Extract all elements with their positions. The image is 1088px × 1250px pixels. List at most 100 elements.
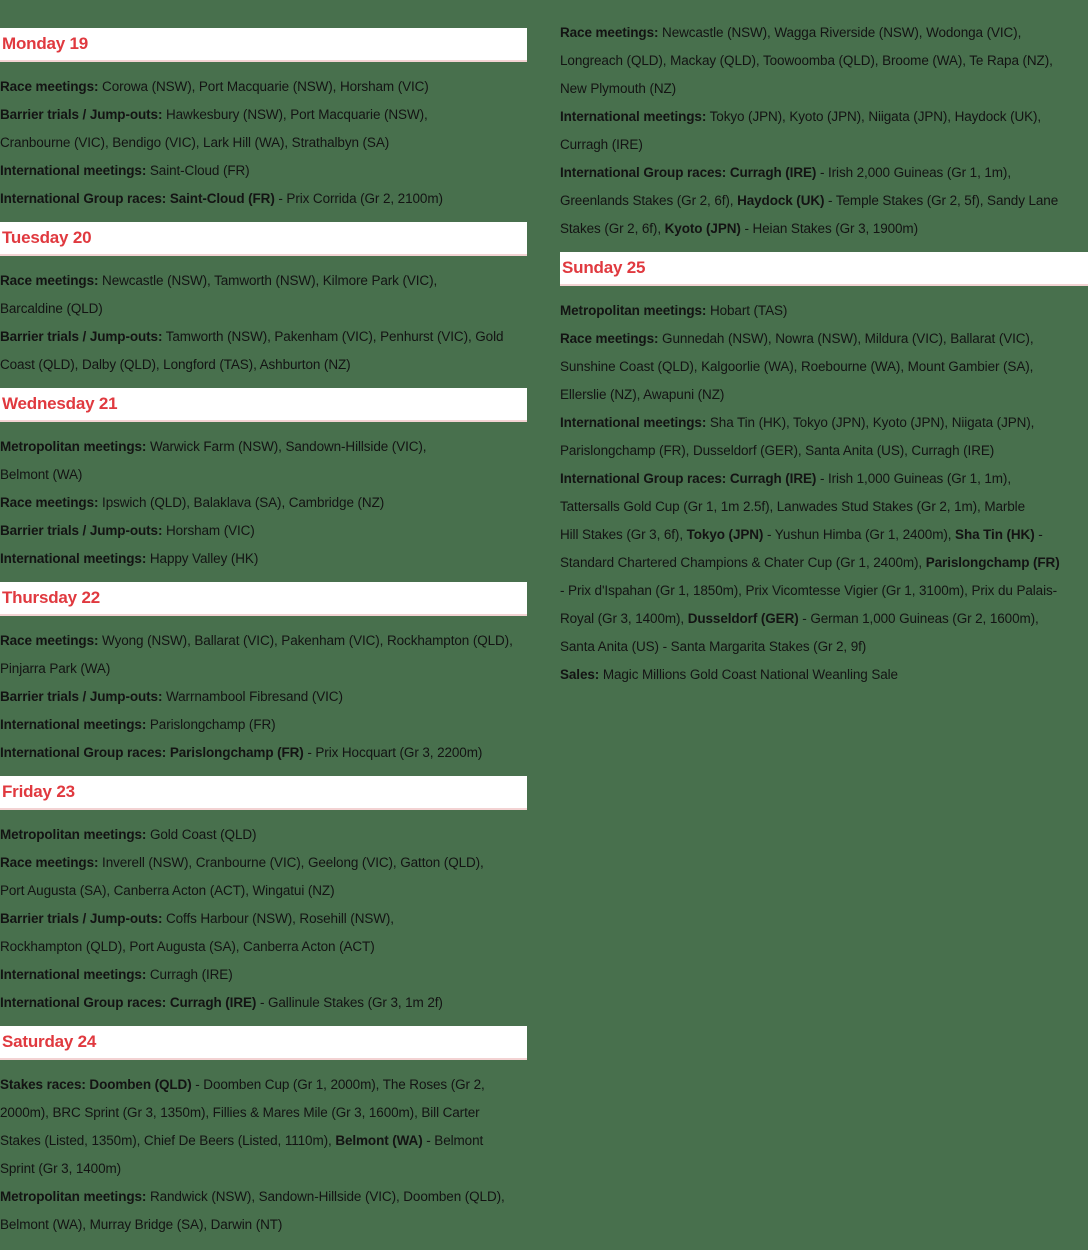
entry-label: Stakes races: Doomben (QLD)	[0, 1077, 192, 1092]
entry-label: Metropolitan meetings:	[0, 1189, 147, 1204]
day-header-label: Tuesday 20	[2, 228, 92, 247]
entry-label: Barrier trials / Jump-outs:	[0, 107, 163, 122]
schedule-entry: Metropolitan meetings: Randwick (NSW), S…	[0, 1183, 527, 1239]
entry-label: Metropolitan meetings:	[0, 439, 147, 454]
entry-text: - Heian Stakes (Gr 3, 1900m)	[740, 221, 918, 236]
entry-label: Race meetings:	[560, 25, 659, 40]
schedule-entry: Barrier trials / Jump-outs: Coffs Harbou…	[0, 905, 527, 961]
entry-label: Race meetings:	[0, 495, 99, 510]
schedule-entry: Barrier trials / Jump-outs: Hawkesbury (…	[0, 101, 527, 157]
schedule-entry: Metropolitan meetings: Hobart (TAS)	[560, 297, 1088, 325]
schedule-entry: Barrier trials / Jump-outs: Warrnambool …	[0, 683, 527, 711]
day-header: Sunday 25	[560, 252, 1088, 286]
schedule-entry: International meetings: Saint-Cloud (FR)	[0, 157, 527, 185]
schedule-entry: International meetings: Tokyo (JPN), Kyo…	[560, 103, 1088, 159]
day-header-label: Friday 23	[2, 782, 75, 801]
schedule-entry: Sales: Magic Millions Gold Coast Nationa…	[560, 661, 1088, 689]
schedule-entry: Race meetings: Corowa (NSW), Port Macqua…	[0, 73, 527, 101]
entry-label: Metropolitan meetings:	[0, 827, 147, 842]
day-header-label: Wednesday 21	[2, 394, 118, 413]
entry-text: Hobart (TAS)	[706, 303, 788, 318]
schedule-entry: International meetings: Sha Tin (HK), To…	[560, 409, 1088, 465]
entry-text: Saint-Cloud (FR)	[146, 163, 250, 178]
entry-label: Haydock (UK)	[737, 193, 825, 208]
day-header: Thursday 22	[0, 582, 527, 616]
schedule-entry: Metropolitan meetings: Warwick Farm (NSW…	[0, 433, 527, 489]
day-header-label: Sunday 25	[562, 258, 646, 277]
entry-label: Sha Tin (HK)	[955, 527, 1035, 542]
entry-label: Tokyo (JPN)	[686, 527, 764, 542]
day-header: Monday 19	[0, 28, 527, 62]
entry-label: Race meetings:	[560, 331, 659, 346]
day-header: Saturday 24	[0, 1026, 527, 1060]
entry-text: Magic Millions Gold Coast National Weanl…	[599, 667, 898, 682]
entry-text: Gunnedah (NSW), Nowra (NSW), Mildura (VI…	[560, 331, 1034, 402]
entry-label: International Group races: Saint-Cloud (…	[0, 191, 275, 206]
entry-text: Corowa (NSW), Port Macquarie (NSW), Hors…	[98, 79, 429, 94]
day-header-label: Monday 19	[2, 34, 89, 53]
entry-text: - Yushun Himba (Gr 1, 2400m),	[763, 527, 956, 542]
entry-text: - Irish 2,000 Guineas (Gr 1, 1m), Greenl…	[560, 165, 1011, 208]
entry-label: International meetings:	[560, 415, 707, 430]
day-header: Tuesday 20	[0, 222, 527, 256]
entry-text: Tamworth (NSW), Pakenham (VIC), Penhurst…	[0, 329, 504, 372]
entry-label: International Group races: Curragh (IRE)	[560, 471, 817, 486]
entry-text: Warwick Farm (NSW), Sandown-Hillside (VI…	[0, 439, 427, 482]
entry-label: International Group races: Curragh (IRE)	[0, 995, 257, 1010]
schedule-entry: International Group races: Curragh (IRE)…	[560, 159, 1088, 243]
schedule-entry: Race meetings: Inverell (NSW), Cranbourn…	[0, 849, 527, 905]
entry-label: International meetings:	[0, 717, 147, 732]
entry-text: - Standard Chartered Champions & Chater …	[560, 527, 1043, 570]
entry-text: Newcastle (NSW), Wagga Riverside (NSW), …	[560, 25, 1053, 96]
schedule-entry: Race meetings: Gunnedah (NSW), Nowra (NS…	[560, 325, 1088, 409]
entry-text: Curragh (IRE)	[146, 967, 233, 982]
day-header: Wednesday 21	[0, 388, 527, 422]
entry-text: - Belmont Sprint (Gr 3, 1400m)	[0, 1133, 484, 1176]
entry-text: Parislongchamp (FR)	[146, 717, 276, 732]
entry-label: Race meetings:	[0, 633, 99, 648]
entry-text: Ipswich (QLD), Balaklava (SA), Cambridge…	[98, 495, 385, 510]
entry-text: Gold Coast (QLD)	[146, 827, 257, 842]
entry-text: Sha Tin (HK), Tokyo (JPN), Kyoto (JPN), …	[560, 415, 1035, 458]
schedule-entry: International meetings: Happy Valley (HK…	[0, 545, 527, 573]
entry-label: International meetings:	[560, 109, 707, 124]
entry-label: Race meetings:	[0, 273, 99, 288]
entry-label: Dusseldorf (GER)	[687, 611, 799, 626]
entry-text: Inverell (NSW), Cranbourne (VIC), Geelon…	[0, 855, 484, 898]
entry-label: Barrier trials / Jump-outs:	[0, 329, 163, 344]
schedule-entry: International Group races: Curragh (IRE)…	[0, 989, 527, 1017]
schedule-entry: International Group races: Curragh (IRE)…	[560, 465, 1088, 661]
entry-text: - Prix d'Ispahan (Gr 1, 1850m), Prix Vic…	[560, 583, 1058, 626]
schedule-entry: Barrier trials / Jump-outs: Tamworth (NS…	[0, 323, 527, 379]
entry-text: Wyong (NSW), Ballarat (VIC), Pakenham (V…	[0, 633, 513, 676]
entry-label: International Group races: Curragh (IRE)	[560, 165, 817, 180]
entry-text: - Prix Hocquart (Gr 3, 2200m)	[303, 745, 483, 760]
schedule-entry: International meetings: Parislongchamp (…	[0, 711, 527, 739]
entry-label: Belmont (WA)	[335, 1133, 423, 1148]
entry-label: Sales:	[560, 667, 600, 682]
day-header-label: Saturday 24	[2, 1032, 97, 1051]
day-header: Friday 23	[0, 776, 527, 810]
schedule-entry: Race meetings: Newcastle (NSW), Tamworth…	[0, 267, 527, 323]
entry-text: - Prix Corrida (Gr 2, 2100m)	[274, 191, 443, 206]
calendar-column-left: Monday 19 Race meetings: Corowa (NSW), Po…	[0, 28, 527, 1239]
entry-text: - German 1,000 Guineas (Gr 2, 1600m), Sa…	[560, 611, 1039, 654]
calendar-column-right: Race meetings: Newcastle (NSW), Wagga Ri…	[560, 19, 1088, 689]
day-header-label: Thursday 22	[2, 588, 100, 607]
entry-label: Kyoto (JPN)	[664, 221, 741, 236]
entry-text: Happy Valley (HK)	[146, 551, 259, 566]
entry-text: Randwick (NSW), Sandown-Hillside (VIC), …	[0, 1189, 505, 1232]
entry-label: Barrier trials / Jump-outs:	[0, 689, 163, 704]
entry-label: Race meetings:	[0, 855, 99, 870]
schedule-entry: International meetings: Curragh (IRE)	[0, 961, 527, 989]
schedule-entry: Race meetings: Newcastle (NSW), Wagga Ri…	[560, 19, 1088, 103]
schedule-entry: Metropolitan meetings: Gold Coast (QLD)	[0, 821, 527, 849]
entry-text: - Irish 1,000 Guineas (Gr 1, 1m), Tatter…	[560, 471, 1025, 542]
entry-text: Tokyo (JPN), Kyoto (JPN), Niigata (JPN),…	[560, 109, 1042, 152]
entry-text: - Doomben Cup (Gr 1, 2000m), The Roses (…	[0, 1077, 485, 1148]
schedule-entry: Barrier trials / Jump-outs: Horsham (VIC…	[0, 517, 527, 545]
entry-label: International Group races: Parislongcham…	[0, 745, 304, 760]
entry-text: Hawkesbury (NSW), Port Macquarie (NSW), …	[0, 107, 428, 150]
entry-label: Barrier trials / Jump-outs:	[0, 523, 163, 538]
schedule-entry: Stakes races: Doomben (QLD) - Doomben Cu…	[0, 1071, 527, 1183]
